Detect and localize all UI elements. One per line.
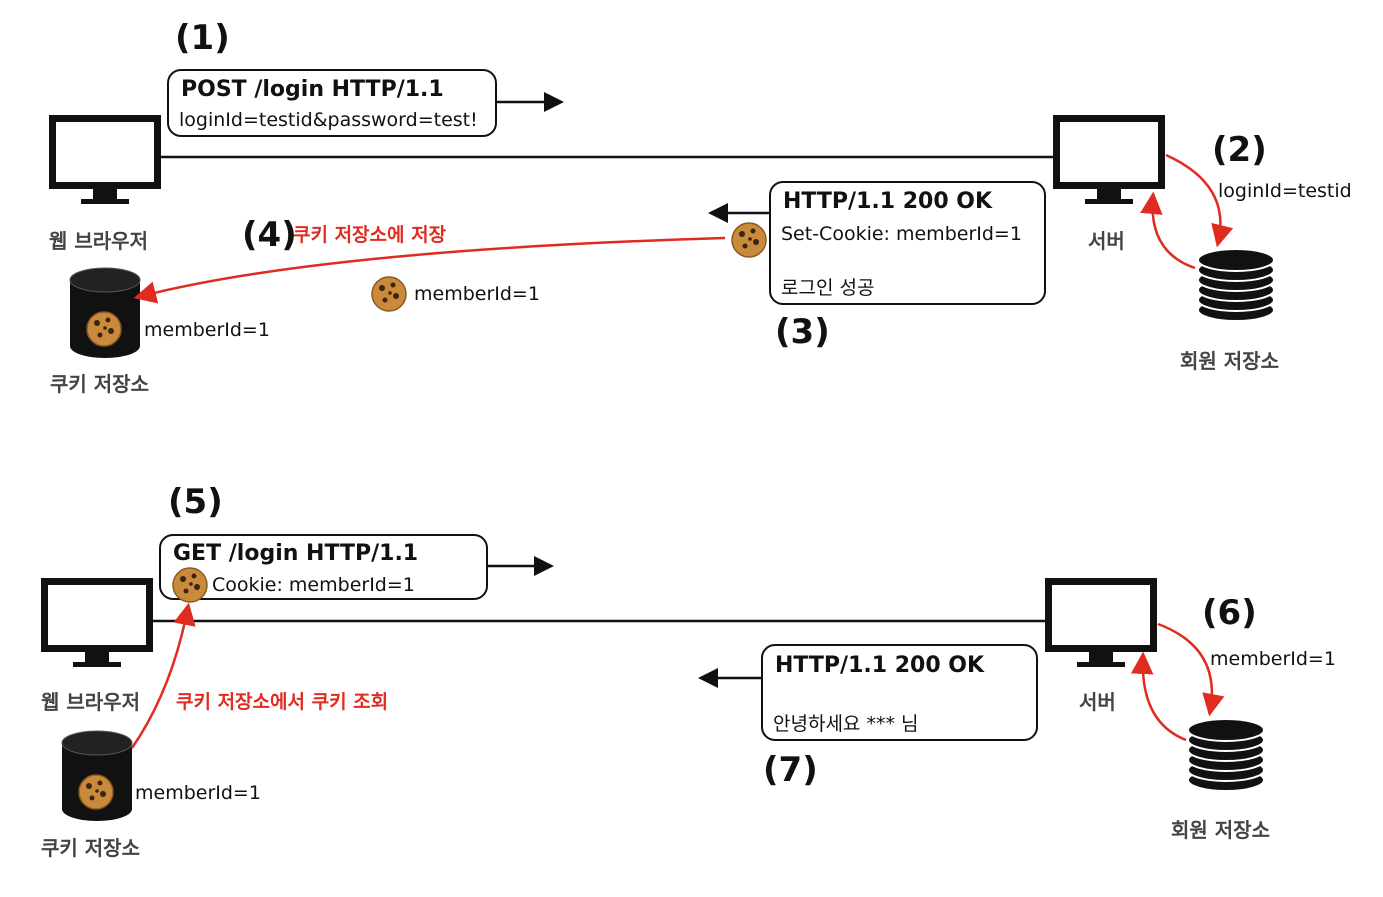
- browser-monitor-icon: [41, 578, 153, 667]
- cookie-icon: [78, 774, 114, 810]
- response-body: 로그인 성공: [781, 277, 875, 299]
- login-response-box: HTTP/1.1 200 OK Set-Cookie: memberId=1 로…: [769, 181, 1046, 305]
- server-label: 서버: [1079, 690, 1116, 714]
- cookie-store-label: 쿠키 저장소: [41, 836, 140, 860]
- cookie-store-label: 쿠키 저장소: [50, 372, 149, 396]
- cookie-stored-text: memberId=1: [135, 782, 261, 804]
- step-label-1: (1): [175, 18, 230, 58]
- lookup-cookie-arrow: [130, 602, 196, 749]
- step-label-3: (3): [775, 312, 830, 352]
- step-label-4: (4): [242, 215, 297, 255]
- member-store-label: 회원 저장소: [1171, 818, 1270, 842]
- step-label-2: (2): [1212, 130, 1267, 170]
- db-to-server-arrow-1: [1140, 191, 1196, 270]
- cookie-icon: [172, 567, 208, 603]
- status-line: HTTP/1.1 200 OK: [783, 189, 993, 214]
- status-line: HTTP/1.1 200 OK: [775, 653, 985, 678]
- cookie-icon: [371, 276, 407, 312]
- save-cookie-text: 쿠키 저장소에 저장: [293, 224, 447, 246]
- browser-label: 웹 브라우저: [49, 229, 148, 253]
- save-cookie-arrow: [133, 236, 726, 304]
- server-label: 서버: [1088, 229, 1125, 253]
- login-request-box: POST /login HTTP/1.1 loginId=testid&pass…: [167, 69, 497, 137]
- cookie-transit-text: memberId=1: [414, 283, 540, 305]
- cookie-request-box: GET /login HTTP/1.1 Cookie: memberId=1: [159, 534, 488, 600]
- response-body: 안녕하세요 *** 님: [773, 713, 919, 735]
- browser-label: 웹 브라우저: [41, 690, 140, 714]
- member-store-db-icon: [1197, 248, 1275, 322]
- cookie-icon: [86, 311, 122, 347]
- set-cookie-header: Set-Cookie: memberId=1: [781, 223, 1022, 245]
- server-to-db-arrow-2: [1157, 622, 1225, 717]
- step-label-7: (7): [763, 750, 818, 790]
- request-line: GET /login HTTP/1.1: [173, 541, 419, 566]
- request-body: loginId=testid&password=test!: [179, 109, 478, 131]
- member-store-db-icon: [1187, 718, 1265, 792]
- cookie-stored-text: memberId=1: [144, 319, 270, 341]
- member-store-label: 회원 저장소: [1180, 349, 1279, 373]
- db-to-server-arrow-2: [1130, 651, 1187, 742]
- server-query-text: loginId=testid: [1218, 180, 1352, 202]
- cookie-header: Cookie: memberId=1: [212, 574, 415, 596]
- step-label-5: (5): [168, 482, 223, 522]
- greeting-response-box: HTTP/1.1 200 OK 안녕하세요 *** 님: [761, 644, 1038, 741]
- server-to-db-arrow-1: [1165, 153, 1234, 248]
- server-monitor-icon: [1053, 115, 1165, 204]
- request-line: POST /login HTTP/1.1: [181, 77, 444, 102]
- lookup-cookie-text: 쿠키 저장소에서 쿠키 조회: [176, 691, 389, 713]
- server-query-text: memberId=1: [1210, 648, 1336, 670]
- cookie-icon: [731, 222, 767, 258]
- server-monitor-icon: [1045, 578, 1157, 667]
- browser-monitor-icon: [49, 115, 161, 204]
- step-label-6: (6): [1202, 593, 1257, 633]
